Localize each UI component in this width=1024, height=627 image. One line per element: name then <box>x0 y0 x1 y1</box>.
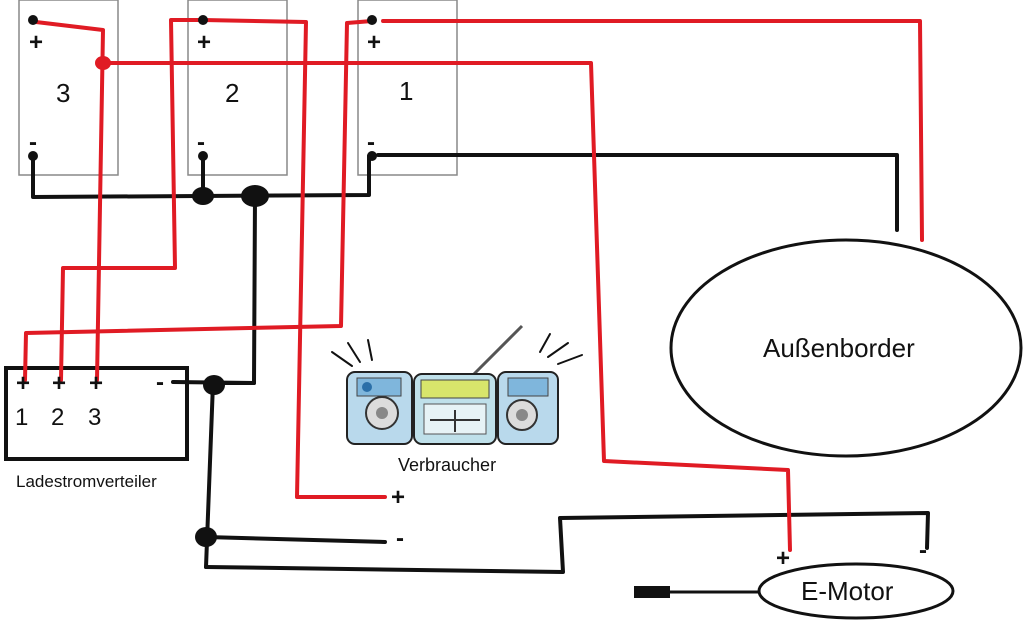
junction-dot <box>203 375 225 395</box>
battery-3-minus: - <box>29 129 37 156</box>
radio-icon <box>331 324 583 445</box>
battery-2-box <box>187 0 288 176</box>
wire-pos-bat3-to-dist3 <box>34 20 105 382</box>
distributor-label: Ladestromverteiler <box>16 472 157 491</box>
terminal-dot <box>367 151 377 161</box>
consumer-minus: - <box>396 525 404 552</box>
battery-1-box <box>357 0 458 176</box>
battery-2-plus: + <box>197 29 211 56</box>
emotor-plus: + <box>776 545 790 572</box>
wire-neg-to-consumer <box>204 535 387 544</box>
distributor-minus: - <box>156 369 164 396</box>
emotor-label: E-Motor <box>801 576 894 606</box>
consumer-label: Verbraucher <box>398 455 496 475</box>
battery-1-number: 1 <box>399 76 413 106</box>
battery-3-plus: + <box>29 29 43 56</box>
distributor-channel-3: 3 <box>88 404 101 431</box>
junction-dot <box>192 187 214 205</box>
terminal-dot <box>198 15 208 25</box>
distributor-plus-3: + <box>89 370 103 397</box>
distributor-plus-2: + <box>52 370 66 397</box>
terminal-dot <box>28 151 38 161</box>
wire-pos-bat1-to-outboard <box>381 19 924 242</box>
outboard-ellipse <box>669 238 1023 458</box>
terminal-dot <box>28 15 38 25</box>
emotor-minus: - <box>919 537 927 564</box>
junction-dot <box>241 185 269 207</box>
outboard-label: Außenborder <box>763 333 915 363</box>
emotor-shaft <box>634 586 670 598</box>
terminal-dot <box>367 15 377 25</box>
junction-dot <box>195 527 217 547</box>
wire-neg-to-outboard <box>376 153 899 232</box>
wire-pos-bat3-to-emotor <box>101 61 792 552</box>
terminal-dot <box>198 151 208 161</box>
wire-neg-to-emotor <box>204 511 930 574</box>
distributor-channel-1: 1 <box>15 404 28 431</box>
consumer-plus: + <box>391 484 405 511</box>
junction-dot-red <box>95 56 111 70</box>
battery-1-plus: + <box>367 29 381 56</box>
wire-pos-bat2-to-consumer <box>201 18 387 499</box>
wire-pos-bat2-to-dist2 <box>59 18 205 382</box>
battery-2-number: 2 <box>225 78 239 108</box>
distributor-plus-1: + <box>16 370 30 397</box>
distributor-channel-2: 2 <box>51 404 64 431</box>
battery-3-box <box>18 0 119 176</box>
battery-2-minus: - <box>197 129 205 156</box>
battery-3-number: 3 <box>56 78 70 108</box>
wire-pos-bat1-to-dist1 <box>23 19 374 382</box>
wire-neg-bus-to-distributor <box>171 194 257 385</box>
battery-1-minus: - <box>367 129 375 156</box>
